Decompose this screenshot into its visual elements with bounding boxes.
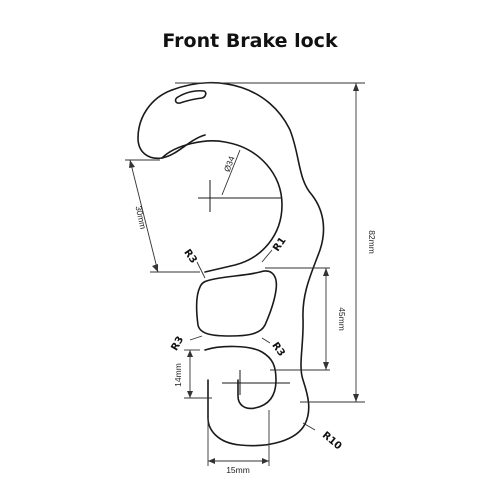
inner-circle-arc bbox=[161, 140, 283, 273]
dim-14mm: 14mm bbox=[173, 363, 183, 387]
radius-bottom: R10 bbox=[320, 430, 344, 452]
lock-slot bbox=[174, 89, 207, 104]
lock-outer-outline bbox=[171, 82, 325, 447]
middle-window bbox=[195, 270, 278, 337]
lower-hook-opening bbox=[204, 345, 277, 410]
dim-30mm: 30mm bbox=[134, 205, 149, 230]
radius-lower-right: R3 bbox=[269, 340, 286, 358]
radius-upper-right: R1 bbox=[271, 235, 288, 253]
radius-lower-left: R3 bbox=[169, 335, 186, 353]
dim-diameter-34: Ø34 bbox=[222, 154, 237, 173]
radius-upper-left: R3 bbox=[181, 247, 198, 265]
diagram-title: Front Brake lock bbox=[162, 30, 338, 52]
lock-top-hook bbox=[137, 89, 206, 160]
dim-45mm: 45mm bbox=[337, 307, 347, 331]
dim-15mm: 15mm bbox=[226, 465, 250, 475]
dim-82mm: 82mm bbox=[367, 230, 377, 254]
